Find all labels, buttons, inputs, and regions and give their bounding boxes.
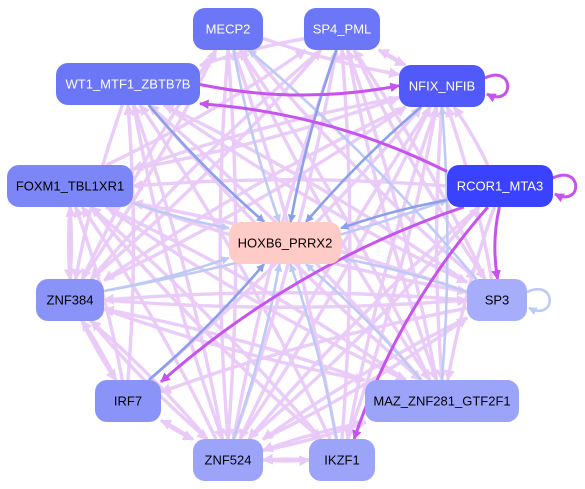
edge-irf7-to-wt1_mtf1_zbtb7b bbox=[123, 103, 136, 381]
edge-znf524-to-wt1_mtf1_zbtb7b bbox=[131, 103, 225, 440]
edge-irf7-to-znf524 bbox=[160, 419, 194, 441]
node-box bbox=[467, 279, 527, 321]
edge-sp4_pml-to-znf384 bbox=[89, 48, 322, 281]
edge-irf7-to-hoxb6_prrx2 bbox=[148, 263, 266, 381]
edge-znf524-to-hoxb6_prrx2 bbox=[232, 263, 283, 440]
node-box bbox=[304, 8, 380, 50]
edge-mecp2-to-sp3 bbox=[247, 48, 478, 281]
node-maz-znf281-gtf2f1[interactable]: MAZ_ZNF281_GTF2F1 bbox=[365, 380, 519, 422]
edge-ikzf1-to-znf524 bbox=[261, 453, 310, 465]
edge-mecp2-to-znf524 bbox=[218, 49, 233, 441]
node-label: HOXB6_PRRX2 bbox=[238, 236, 333, 251]
edge-foxm1_tbl1xr1-to-ikzf1 bbox=[89, 205, 323, 441]
node-znf384[interactable]: ZNF384 bbox=[36, 279, 104, 321]
edge-znf524-to-rcor1_mta3 bbox=[247, 205, 481, 441]
node-label: MAZ_ZNF281_GTF2F1 bbox=[373, 394, 510, 409]
edge-rcor1_mta3-to-hoxb6_prrx2 bbox=[340, 198, 448, 230]
node-box bbox=[95, 380, 161, 422]
edge-ikzf1-to-foxm1_tbl1xr1 bbox=[89, 205, 323, 441]
edge-nfix_nfib-to-sp4_pml bbox=[377, 48, 407, 67]
edge-foxm1_tbl1xr1-to-znf384 bbox=[63, 206, 75, 281]
edge-foxm1_tbl1xr1-to-hoxb6_prrx2 bbox=[132, 201, 230, 231]
edge-ikzf1-to-wt1_mtf1_zbtb7b bbox=[138, 104, 332, 440]
edge-rcor1_mta3-to-rcor1_mta3 bbox=[552, 173, 578, 203]
node-box bbox=[447, 165, 553, 207]
edge-nfix_nfib-to-ikzf1 bbox=[344, 106, 439, 441]
node-label: SP4_PML bbox=[313, 22, 372, 37]
node-box bbox=[7, 165, 133, 207]
node-box bbox=[229, 222, 341, 264]
node-box bbox=[193, 8, 263, 50]
edge-znf384-to-nfix_nfib bbox=[103, 105, 407, 282]
edge-rcor1_mta3-to-wt1_mtf1_zbtb7b bbox=[199, 99, 448, 173]
edge-maz_znf281_gtf2f1-to-mecp2 bbox=[238, 49, 432, 381]
edge-mecp2-to-hoxb6_prrx2 bbox=[232, 49, 281, 223]
node-box bbox=[309, 439, 375, 481]
node-sp3[interactable]: SP3 bbox=[467, 279, 527, 321]
node-label: RCOR1_MTA3 bbox=[457, 179, 543, 194]
node-nfix-nfib[interactable]: NFIX_NFIB bbox=[399, 65, 485, 107]
edge-sp4_pml-to-maz_znf281_gtf2f1 bbox=[345, 49, 439, 382]
edge-wt1_mtf1_zbtb7b-to-hoxb6_prrx2 bbox=[147, 104, 266, 223]
node-rcor1-mta3[interactable]: RCOR1_MTA3 bbox=[447, 165, 553, 207]
edge-wt1_mtf1_zbtb7b-to-sp3 bbox=[162, 103, 468, 284]
edge-znf384-to-sp4_pml bbox=[90, 48, 323, 281]
node-hoxb6-prrx2[interactable]: HOXB6_PRRX2 bbox=[229, 222, 341, 264]
node-box bbox=[399, 65, 485, 107]
node-box bbox=[365, 380, 519, 422]
edge-maz_znf281_gtf2f1-to-nfix_nfib bbox=[438, 106, 449, 381]
node-label: SP3 bbox=[485, 293, 510, 308]
edge-irf7-to-znf384 bbox=[80, 320, 118, 381]
edge-nfix_nfib-to-znf384 bbox=[103, 105, 407, 282]
edge-sp3-to-sp3 bbox=[526, 288, 551, 316]
node-znf524[interactable]: ZNF524 bbox=[193, 439, 263, 481]
edge-sp3-to-znf384 bbox=[102, 291, 468, 305]
edge-foxm1_tbl1xr1-to-sp4_pml bbox=[105, 48, 307, 167]
node-label: WT1_MTF1_ZBTB7B bbox=[66, 77, 191, 92]
edge-wt1_mtf1_zbtb7b-to-znf524 bbox=[131, 104, 225, 441]
node-label: IRF7 bbox=[114, 394, 142, 409]
edge-maz_znf281_gtf2f1-to-znf384 bbox=[102, 305, 366, 382]
edge-rcor1_mta3-to-nfix_nfib bbox=[452, 106, 490, 166]
edge-znf384-to-mecp2 bbox=[80, 49, 218, 280]
node-label: ZNF524 bbox=[205, 453, 252, 468]
edge-ikzf1-to-sp4_pml bbox=[337, 48, 352, 440]
edge-znf384-to-maz_znf281_gtf2f1 bbox=[103, 307, 367, 384]
node-ikzf1[interactable]: IKZF1 bbox=[309, 439, 375, 481]
edge-maz_znf281_gtf2f1-to-hoxb6_prrx2 bbox=[305, 263, 423, 381]
edge-ikzf1-to-nfix_nfib bbox=[345, 105, 440, 440]
edge-wt1_mtf1_zbtb7b-to-nfix_nfib bbox=[199, 82, 400, 97]
edge-mecp2-to-maz_znf281_gtf2f1 bbox=[238, 49, 432, 381]
edge-sp3-to-irf7 bbox=[159, 306, 468, 394]
edge-sp3-to-mecp2 bbox=[247, 49, 478, 280]
node-wt1-mtf1-zbtb7b[interactable]: WT1_MTF1_ZBTB7B bbox=[56, 63, 200, 105]
node-label: MECP2 bbox=[206, 22, 251, 37]
edge-nfix_nfib-to-hoxb6_prrx2 bbox=[305, 106, 422, 223]
edge-sp3-to-wt1_mtf1_zbtb7b bbox=[162, 103, 468, 284]
node-label: ZNF384 bbox=[47, 293, 94, 308]
node-foxm1-tbl1xr1[interactable]: FOXM1_TBL1XR1 bbox=[7, 165, 133, 207]
edge-nfix_nfib-to-foxm1_tbl1xr1 bbox=[131, 95, 400, 171]
edge-sp3-to-hoxb6_prrx2 bbox=[340, 255, 468, 294]
node-label: NFIX_NFIB bbox=[409, 79, 475, 94]
node-label: IKZF1 bbox=[324, 453, 359, 468]
node-box bbox=[36, 279, 104, 321]
edge-foxm1_tbl1xr1-to-nfix_nfib bbox=[132, 95, 401, 171]
edge-maz_znf281_gtf2f1-to-foxm1_tbl1xr1 bbox=[105, 205, 407, 382]
node-box bbox=[193, 439, 263, 481]
nodes-layer: MECP2 SP4_PML WT1_MTF1_ZBTB7B NFIX_NFIB FOXM… bbox=[7, 8, 553, 481]
edge-rcor1_mta3-to-irf7 bbox=[160, 205, 465, 384]
edge-rcor1_mta3-to-foxm1_tbl1xr1 bbox=[131, 178, 448, 191]
node-sp4-pml[interactable]: SP4_PML bbox=[304, 8, 380, 50]
node-box bbox=[56, 63, 200, 105]
node-label: FOXM1_TBL1XR1 bbox=[16, 179, 124, 194]
node-mecp2[interactable]: MECP2 bbox=[193, 8, 263, 50]
edge-nfix_nfib-to-nfix_nfib bbox=[484, 73, 510, 103]
node-irf7[interactable]: IRF7 bbox=[95, 380, 161, 422]
edge-sp4_pml-to-hoxb6_prrx2 bbox=[287, 49, 338, 223]
edge-rcor1_mta3-to-sp3 bbox=[491, 206, 501, 280]
